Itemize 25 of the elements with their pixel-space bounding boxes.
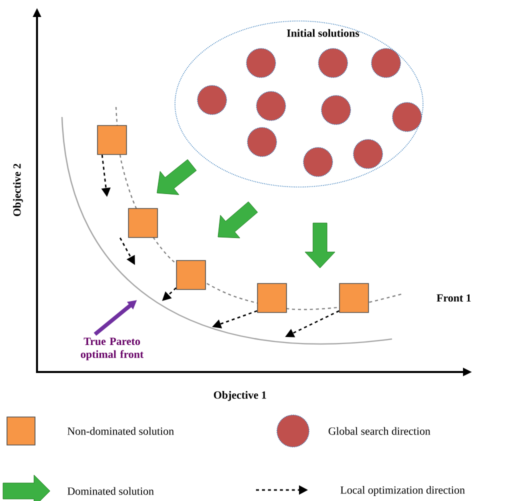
solution-circle: [197, 85, 227, 115]
solution-circle: [303, 147, 333, 177]
solution-square: [97, 125, 127, 155]
legend-text: Global search direction: [328, 427, 430, 435]
curve-label: Front 1: [436, 294, 471, 302]
legend-text: Non-dominated solution: [68, 427, 174, 435]
solution-circle: [353, 139, 383, 169]
solution-circle: [392, 102, 422, 132]
solution-square: [128, 208, 158, 238]
axis-title: Objective 2: [13, 164, 23, 216]
solution-circle: [318, 48, 348, 78]
axis-title: Objective 1: [214, 391, 266, 401]
solution-square: [257, 283, 287, 313]
legend-text: Dominated solution: [68, 487, 154, 495]
group-title: Initial solutions: [287, 29, 360, 37]
solution-circle: [247, 127, 277, 157]
dashed-arrow: [162, 287, 177, 301]
annotation-text: True Pareto optimal front: [80, 338, 144, 360]
solution-square: [339, 283, 369, 313]
solution-circle: [371, 48, 401, 78]
legend-text: Local optimization direction: [340, 486, 465, 496]
solution-circle: [321, 95, 351, 125]
solution-circle: [246, 48, 276, 78]
solution-circle: [256, 91, 286, 121]
solution-square: [176, 260, 206, 290]
